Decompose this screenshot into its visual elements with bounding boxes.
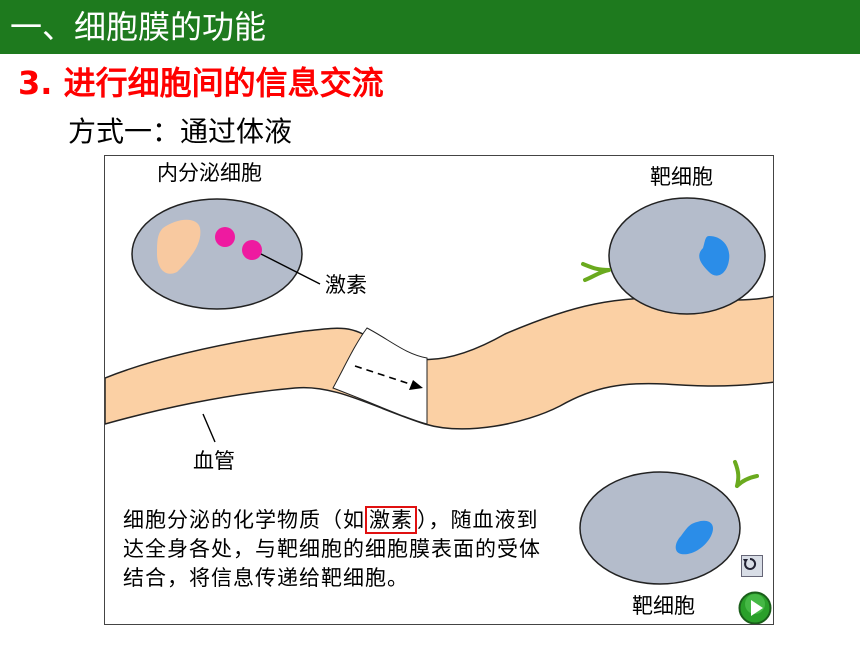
hormone-label: 激素: [325, 273, 367, 297]
replay-icon: [743, 557, 757, 570]
vessel-window: [332, 327, 428, 425]
highlight-hormone: 激素: [365, 506, 417, 534]
diagram-frame: 内分泌细胞 激素 靶细胞 血管 靶细胞 细胞分泌的化学物质（如激素），随血液到达…: [104, 155, 774, 625]
description-part-1: 细胞分泌的化学物质（如: [123, 508, 365, 532]
target-nucleus-bottom: [675, 520, 714, 555]
target-cell-bottom: [579, 471, 741, 585]
hormone-dot-2: [242, 240, 262, 260]
play-icon: [738, 591, 772, 624]
blood-vessel: [105, 295, 773, 430]
description-text: 细胞分泌的化学物质（如激素），随血液到达全身各处，与靶细胞的细胞膜表面的受体结合…: [123, 506, 553, 593]
receptor-top: [581, 262, 611, 282]
movement-arrow-head: [409, 380, 423, 390]
diagram-illustration: [105, 197, 773, 585]
description-part-2: ），随血液到达全身各处，与靶细胞的细胞膜表面的受体结合，将信息传递给靶细胞。: [123, 508, 541, 590]
page-title: 一、细胞膜的功能: [10, 8, 267, 46]
method-label: 方式一：通过体液: [68, 115, 293, 148]
endocrine-nucleus: [157, 219, 201, 274]
blood-vessel-label: 血管: [193, 449, 235, 473]
movement-arrow: [354, 365, 414, 386]
play-button[interactable]: [738, 591, 772, 624]
target-cell-bottom-label: 靶细胞: [632, 594, 695, 618]
header-bar: 一、细胞膜的功能: [0, 0, 860, 54]
endocrine-cell-label: 内分泌细胞: [157, 161, 262, 185]
target-cell-top-label: 靶细胞: [650, 165, 713, 189]
replay-button[interactable]: [741, 555, 763, 577]
section-subtitle: 3. 进行细胞间的信息交流: [18, 64, 384, 102]
target-nucleus-top: [699, 236, 730, 276]
target-cell-top: [608, 197, 766, 315]
hormone-pointer: [260, 253, 321, 285]
receptor-bottom: [733, 460, 759, 488]
vessel-pointer: [202, 413, 216, 443]
hormone-dot-1: [215, 227, 235, 247]
